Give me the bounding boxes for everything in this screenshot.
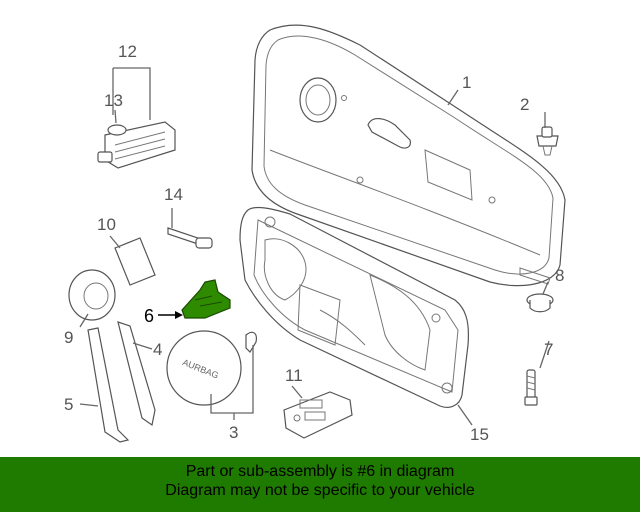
highlight-arrow bbox=[158, 311, 183, 319]
part-label-15: 15 bbox=[470, 425, 489, 444]
part-label-11: 11 bbox=[285, 366, 303, 385]
highlighted-bracket-part bbox=[181, 279, 231, 319]
trim-strip-part bbox=[117, 321, 156, 427]
part-label-4: 4 bbox=[153, 340, 162, 359]
part-label-14: 14 bbox=[164, 185, 183, 204]
seal-strip-part bbox=[87, 327, 130, 443]
airbag-part: AURBAG bbox=[166, 330, 257, 406]
part-label-12: 12 bbox=[118, 42, 137, 61]
clip-part bbox=[536, 126, 559, 156]
part-label-5: 5 bbox=[64, 395, 73, 414]
banner-line-2: Diagram may not be specific to your vehi… bbox=[165, 482, 475, 499]
part-label-1: 1 bbox=[462, 73, 471, 92]
cover-plate-part bbox=[114, 237, 156, 286]
banner-line-1: Part or sub-assembly is #6 in diagram bbox=[185, 463, 455, 480]
door-trim-panel-part bbox=[251, 24, 566, 287]
door-carrier-part bbox=[239, 206, 470, 408]
part-label-6: 6 bbox=[144, 306, 154, 326]
part-label-7: 7 bbox=[544, 340, 553, 359]
connector-part bbox=[167, 227, 213, 249]
part-label-2: 2 bbox=[520, 95, 529, 114]
leader-lines bbox=[79, 67, 550, 426]
part-label-8: 8 bbox=[555, 266, 564, 285]
part-label-3: 3 bbox=[229, 423, 238, 442]
part-label-10: 10 bbox=[97, 215, 116, 234]
part-label-9: 9 bbox=[64, 328, 73, 347]
info-banner: Part or sub-assembly is #6 in diagram Di… bbox=[0, 457, 640, 512]
bolt-part bbox=[524, 369, 538, 406]
part-label-13: 13 bbox=[104, 91, 123, 110]
parts-diagram: AURBAG 1 2 3 4 5 6 7 8 9 10 11 bbox=[64, 24, 566, 444]
speaker-grille-part bbox=[68, 269, 116, 321]
switch-bezel-part bbox=[97, 121, 176, 169]
grommet-part bbox=[526, 293, 554, 313]
window-switch-part bbox=[283, 391, 353, 439]
